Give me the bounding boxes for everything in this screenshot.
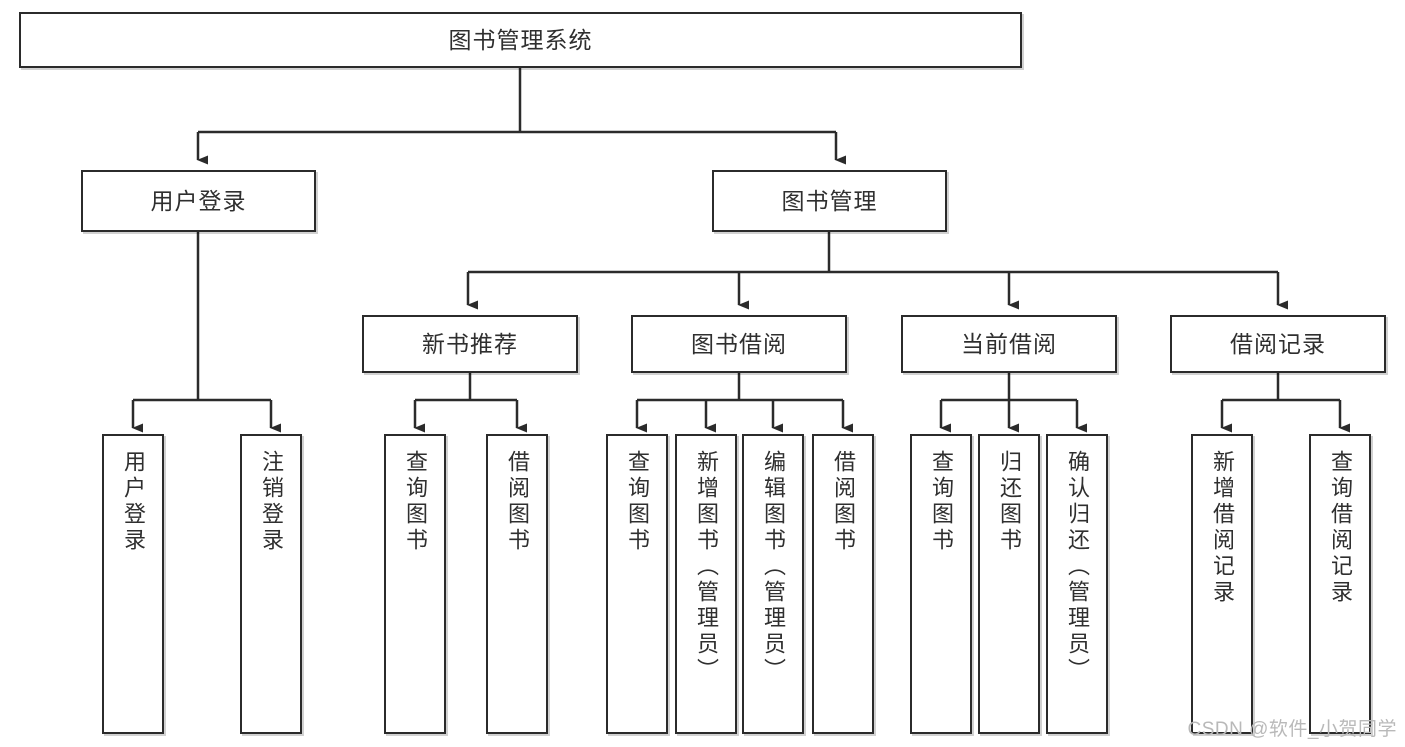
node-leaf-query-book-1-label: 查询图书 [403,450,428,554]
node-leaf-user-login[interactable]: 用户登录 [102,434,164,734]
node-leaf-edit-book-label: 编辑图书（管理员） [761,450,786,684]
node-leaf-confirm-return[interactable]: 确认归还（管理员） [1046,434,1108,734]
node-book-manage-label: 图书管理 [781,187,878,214]
node-root[interactable]: 图书管理系统 [19,12,1022,68]
node-current-borrow[interactable]: 当前借阅 [901,315,1117,373]
node-leaf-add-record[interactable]: 新增借阅记录 [1191,434,1253,734]
node-borrow-record[interactable]: 借阅记录 [1170,315,1386,373]
node-new-book-rec-label: 新书推荐 [422,330,518,357]
node-leaf-borrow-book-1-label: 借阅图书 [505,450,530,554]
node-book-borrow[interactable]: 图书借阅 [631,315,847,373]
node-leaf-query-book-2-label: 查询图书 [625,450,650,554]
node-book-manage[interactable]: 图书管理 [712,170,947,232]
node-leaf-borrow-book-2[interactable]: 借阅图书 [812,434,874,734]
node-leaf-add-book[interactable]: 新增图书（管理员） [675,434,737,734]
node-root-label: 图书管理系统 [448,26,593,53]
csdn-watermark: CSDN @软件_小贺同学 [1187,719,1397,740]
node-leaf-query-record-label: 查询借阅记录 [1328,450,1353,606]
node-leaf-borrow-book-1[interactable]: 借阅图书 [486,434,548,734]
node-user-login-label: 用户登录 [150,187,247,214]
node-leaf-add-record-label: 新增借阅记录 [1210,450,1235,606]
node-user-login[interactable]: 用户登录 [81,170,316,232]
node-leaf-logout-label: 注销登录 [259,450,284,554]
node-leaf-return-book[interactable]: 归还图书 [978,434,1040,734]
node-leaf-borrow-book-2-label: 借阅图书 [831,450,856,554]
node-leaf-edit-book[interactable]: 编辑图书（管理员） [742,434,804,734]
node-leaf-query-book-3[interactable]: 查询图书 [910,434,972,734]
node-borrow-record-label: 借阅记录 [1230,330,1326,357]
node-leaf-query-book-2[interactable]: 查询图书 [606,434,668,734]
node-leaf-return-book-label: 归还图书 [997,450,1022,554]
node-leaf-query-book-3-label: 查询图书 [929,450,954,554]
node-new-book-rec[interactable]: 新书推荐 [362,315,578,373]
node-book-borrow-label: 图书借阅 [691,330,787,357]
node-leaf-user-login-label: 用户登录 [121,450,146,554]
node-leaf-query-record[interactable]: 查询借阅记录 [1309,434,1371,734]
node-leaf-logout[interactable]: 注销登录 [240,434,302,734]
node-current-borrow-label: 当前借阅 [961,330,1057,357]
node-leaf-query-book-1[interactable]: 查询图书 [384,434,446,734]
node-leaf-confirm-return-label: 确认归还（管理员） [1065,450,1090,684]
node-leaf-add-book-label: 新增图书（管理员） [694,450,719,684]
